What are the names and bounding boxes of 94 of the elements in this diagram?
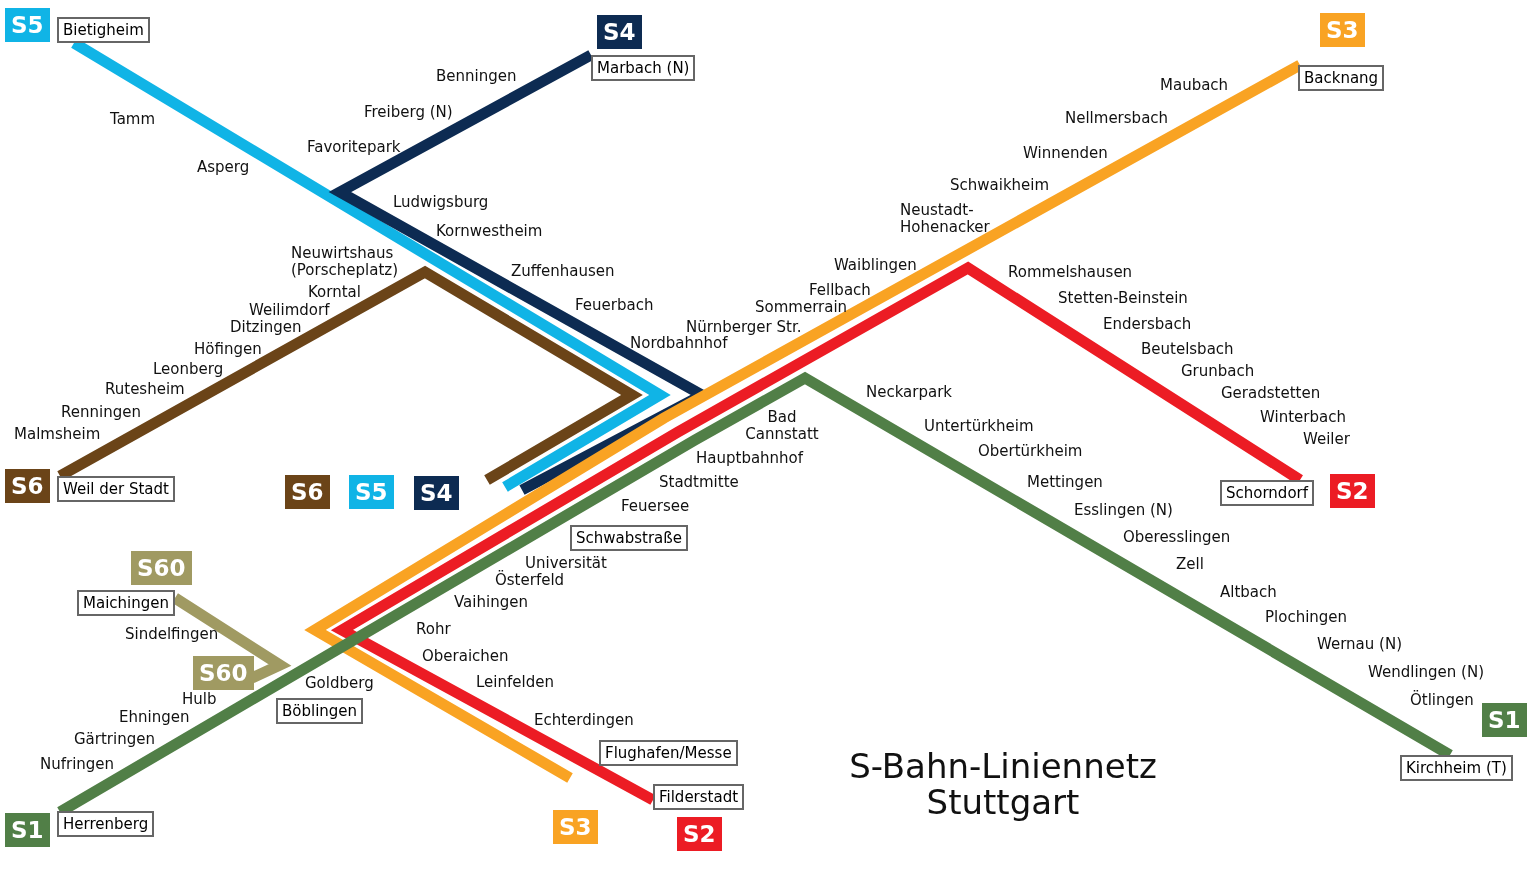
station-name: Hauptbahnhof (696, 450, 804, 467)
station-name: Oberaichen (422, 648, 509, 665)
station-name: Weilimdorf (249, 302, 330, 319)
station-name: Plochingen (1265, 609, 1348, 626)
station-name: Nürnberger Str. (686, 319, 802, 336)
station-name: Neustadt-Hohenacker (900, 202, 991, 236)
station-name: Weiler (1303, 431, 1350, 448)
station-name: Sommerrain (755, 299, 848, 316)
station-name: Österfeld (495, 572, 565, 589)
rail-line (57, 265, 643, 485)
terminus-label: Böblingen (276, 698, 364, 724)
terminus-label: Backnang (1298, 65, 1385, 91)
station-name: Ehningen (119, 709, 190, 726)
station-name: Feuersee (621, 498, 690, 515)
station-name: Altbach (1220, 584, 1277, 601)
line-badge: S6 (5, 469, 50, 503)
station-name: Sindelfingen (125, 626, 219, 643)
line-badge: S4 (414, 476, 459, 510)
station-name: Rutesheim (105, 381, 185, 398)
station-name: Zell (1176, 556, 1204, 573)
line-badge: S2 (677, 817, 722, 851)
station-name: Renningen (61, 404, 141, 421)
line-badge: S4 (597, 15, 642, 49)
line-badge: S3 (1320, 13, 1365, 47)
station-name: Endersbach (1103, 316, 1192, 333)
station-name: Benningen (436, 68, 517, 85)
station-name: Asperg (197, 159, 250, 176)
station-name: Grunbach (1181, 363, 1255, 380)
station-name: Rommelshausen (1008, 264, 1133, 281)
terminus-label: Flughafen/Messe (599, 740, 738, 766)
terminus-label: Marbach (N) (591, 55, 696, 81)
line-badge: S60 (131, 551, 192, 585)
station-name: Beutelsbach (1141, 341, 1234, 358)
terminus-label: Weil der Stadt (57, 476, 175, 502)
station-name: Obertürkheim (978, 443, 1083, 460)
station-name: Universität (525, 555, 607, 572)
terminus-label: Maichingen (77, 590, 175, 616)
station-name: Gärtringen (74, 731, 155, 748)
station-name: Wendlingen (N) (1368, 664, 1484, 681)
station-name: Neuwirtshaus (Porscheplatz) (291, 245, 399, 279)
station-name: Vaihingen (454, 594, 528, 611)
station-name: Höfingen (194, 341, 262, 358)
station-name: Stadtmitte (659, 474, 739, 491)
line-badge: S5 (5, 8, 50, 42)
station-name: Schwaikheim (950, 177, 1050, 194)
map-title: S-Bahn-Liniennetz Stuttgart (848, 748, 1158, 820)
station-name: Wernau (N) (1317, 636, 1402, 653)
station-name: Mettingen (1027, 474, 1103, 491)
station-name: Geradstetten (1221, 385, 1321, 402)
line-badge: S60 (193, 656, 254, 690)
station-name: Ditzingen (230, 319, 302, 336)
station-name: Tamm (110, 111, 156, 128)
station-name: Kornwestheim (436, 223, 543, 240)
rail-line (304, 60, 1303, 783)
station-name: Untertürkheim (924, 418, 1034, 435)
station-name: Winterbach (1260, 409, 1346, 426)
line-badge: S3 (553, 810, 598, 844)
terminus-label: Bietigheim (57, 17, 150, 43)
station-name: Rohr (416, 621, 451, 638)
terminus-label: Schorndorf (1220, 480, 1314, 506)
terminus-label: Herrenberg (57, 811, 155, 837)
terminus-label: Kirchheim (T) (1400, 755, 1513, 781)
station-name: Korntal (308, 284, 361, 301)
station-name: Zuffenhausen (511, 263, 615, 280)
station-name: Oberesslingen (1123, 529, 1231, 546)
station-name: Favoritepark (307, 139, 401, 156)
station-name: Neckarpark (866, 384, 953, 401)
station-name: Feuerbach (575, 297, 654, 314)
station-name: Nordbahnhof (630, 335, 728, 352)
station-name: Ludwigsburg (393, 194, 489, 211)
line-badge: S1 (5, 813, 50, 847)
station-name: Bad Cannstatt (744, 409, 820, 443)
station-name: Winnenden (1023, 145, 1108, 162)
terminus-label: Filderstadt (653, 784, 745, 810)
station-name: Ötlingen (1410, 692, 1474, 709)
line-badge: S1 (1482, 703, 1527, 737)
station-name: Fellbach (809, 282, 871, 299)
station-name: Leonberg (153, 361, 224, 378)
line-badge: S2 (1330, 474, 1375, 508)
line-badge: S5 (349, 475, 394, 509)
station-name: Freiberg (N) (364, 104, 453, 121)
station-name: Esslingen (N) (1074, 502, 1173, 519)
station-name: Leinfelden (476, 674, 554, 691)
station-name: Stetten-Beinstein (1058, 290, 1188, 307)
station-name: Malmsheim (14, 426, 101, 443)
terminus-label: Schwabstraße (570, 525, 688, 551)
station-name: Nellmersbach (1065, 110, 1169, 127)
station-name: Hulb (182, 691, 217, 708)
station-name: Maubach (1160, 77, 1229, 94)
station-name: Nufringen (40, 756, 115, 773)
station-name: Echterdingen (534, 712, 634, 729)
line-badge: S6 (285, 475, 330, 509)
station-name: Waiblingen (834, 257, 917, 274)
station-name: Goldberg (305, 675, 374, 692)
